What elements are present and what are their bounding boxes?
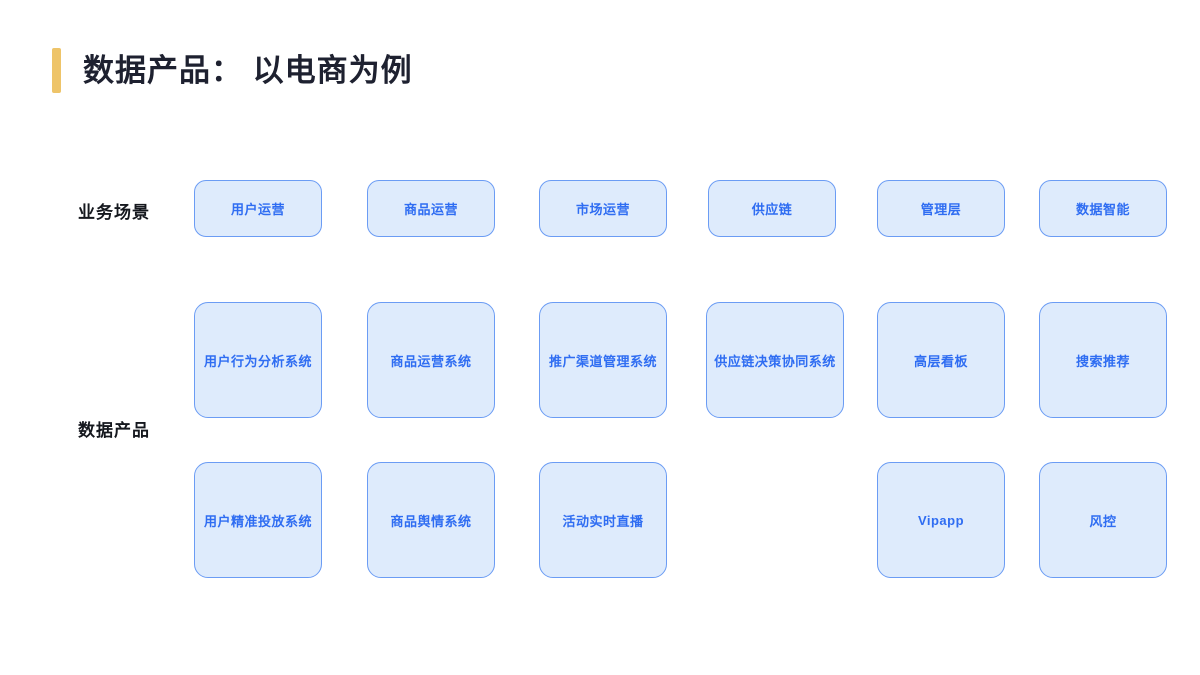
page-title: 数据产品： 以电商为例 bbox=[83, 53, 413, 88]
product-box-promotion-channel-management: 推广渠道管理系统 bbox=[539, 302, 667, 418]
product-box-risk-control: 风控 bbox=[1039, 462, 1167, 578]
product-box-user-behavior-analysis: 用户行为分析系统 bbox=[194, 302, 322, 418]
scenario-box-data-intelligence: 数据智能 bbox=[1039, 180, 1167, 237]
scenario-box-user-operations: 用户运营 bbox=[194, 180, 322, 237]
scenario-box-supply-chain: 供应链 bbox=[708, 180, 836, 237]
title-accent-bar bbox=[52, 48, 61, 93]
product-box-supply-chain-decision-collaboration: 供应链决策协同系统 bbox=[706, 302, 844, 418]
product-box-search-recommendation: 搜索推荐 bbox=[1039, 302, 1167, 418]
row-label-data-products: 数据产品 bbox=[78, 421, 150, 440]
scenario-box-management: 管理层 bbox=[877, 180, 1005, 237]
product-box-product-operations-system: 商品运营系统 bbox=[367, 302, 495, 418]
product-box-activity-realtime-live: 活动实时直播 bbox=[539, 462, 667, 578]
scenario-box-market-operations: 市场运营 bbox=[539, 180, 667, 237]
product-box-vipapp: Vipapp bbox=[877, 462, 1005, 578]
title-block: 数据产品： 以电商为例 bbox=[52, 48, 413, 93]
row-label-business-scenarios: 业务场景 bbox=[78, 203, 150, 222]
product-box-user-precision-targeting: 用户精准投放系统 bbox=[194, 462, 322, 578]
scenario-box-product-operations: 商品运营 bbox=[367, 180, 495, 237]
product-box-product-sentiment-system: 商品舆情系统 bbox=[367, 462, 495, 578]
product-box-executive-dashboard: 高层看板 bbox=[877, 302, 1005, 418]
